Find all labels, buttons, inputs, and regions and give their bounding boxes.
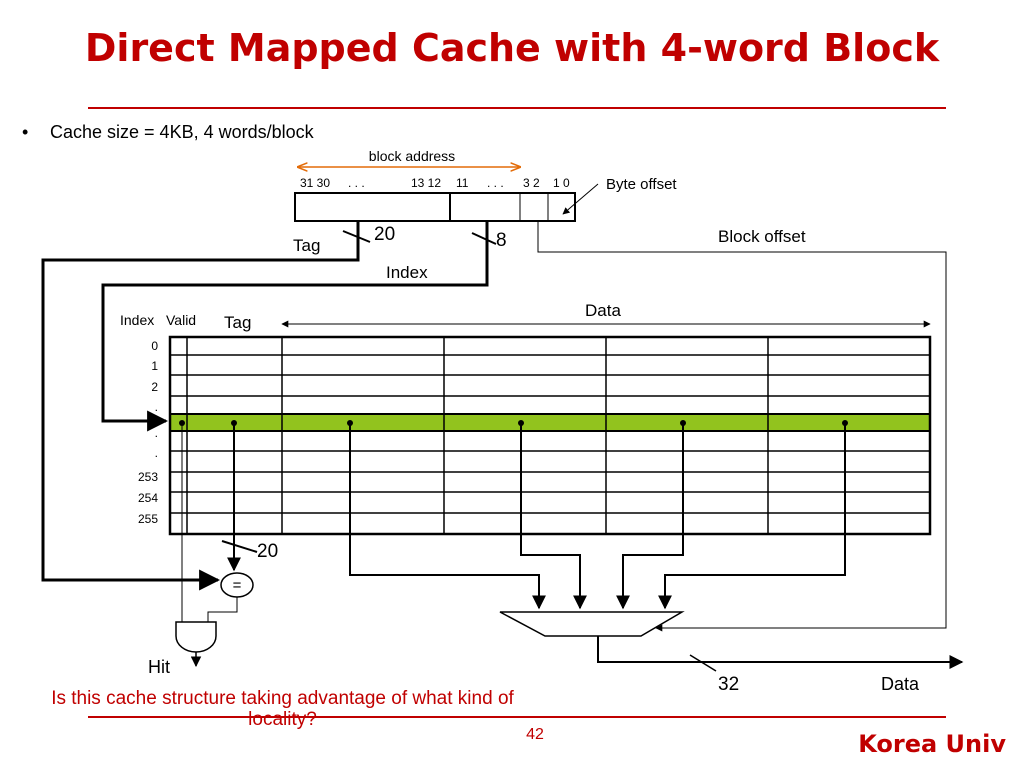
junction-dots bbox=[179, 420, 848, 426]
highlighted-row bbox=[170, 414, 930, 431]
and-gate-icon bbox=[175, 621, 217, 653]
address-register: block address 31 30 . . . 13 12 11 . . .… bbox=[294, 148, 677, 222]
compare-to-and-wire bbox=[207, 597, 238, 622]
address-wires bbox=[41, 221, 947, 632]
cache-table: Index Valid Tag Data 0 1 2 bbox=[120, 301, 932, 536]
index-bits-tick bbox=[471, 232, 497, 245]
word2-wire bbox=[616, 423, 684, 610]
block-offset-label: Block offset bbox=[718, 227, 806, 246]
row-lines bbox=[170, 354, 930, 514]
tag-bits-label: 20 bbox=[374, 224, 395, 245]
title-rule bbox=[88, 107, 946, 109]
bit-label-13-12: 13 12 bbox=[411, 176, 441, 190]
row-label-dot-1: . bbox=[155, 400, 158, 414]
block-offset-wire bbox=[537, 221, 947, 632]
header-index: Index bbox=[120, 312, 154, 328]
data-output-label: Data bbox=[881, 674, 920, 694]
hit-label: Hit bbox=[148, 657, 170, 677]
tag-field-label: Tag bbox=[293, 236, 320, 255]
data-out-wire bbox=[597, 636, 964, 669]
word1-wire bbox=[520, 423, 587, 610]
bullet-text: Cache size = 4KB, 4 words/block bbox=[50, 122, 314, 142]
index-bits-label: 8 bbox=[496, 230, 507, 251]
bit-label-31-30: 31 30 bbox=[300, 176, 330, 190]
bit-label-1-0: 1 0 bbox=[553, 176, 570, 190]
block-address-label: block address bbox=[369, 148, 455, 164]
row-labels: 0 1 2 . . . 253 254 255 bbox=[138, 339, 158, 526]
tag-compare-tick bbox=[221, 540, 258, 553]
footer-rule bbox=[88, 716, 946, 718]
bullet-item: • Cache size = 4KB, 4 words/block bbox=[22, 122, 314, 143]
tag-bits-tick bbox=[342, 230, 371, 243]
tag-wire bbox=[41, 221, 360, 591]
word3-wire bbox=[658, 423, 846, 610]
comparator: = bbox=[220, 572, 254, 598]
index-field-label: Index bbox=[386, 263, 428, 282]
locality-question: Is this cache structure taking advantage… bbox=[51, 688, 514, 730]
header-tag: Tag bbox=[224, 313, 251, 332]
bullet-dot-icon: • bbox=[22, 122, 29, 142]
bit-label-dots-2: . . . bbox=[487, 176, 504, 190]
brand-footer: Korea Univ bbox=[858, 730, 1006, 758]
row-label-253: 253 bbox=[138, 470, 158, 484]
tag-compare-bits: 20 bbox=[257, 541, 278, 562]
multiplexer-icon bbox=[499, 611, 685, 637]
data-bits-tick bbox=[689, 654, 717, 672]
bit-label-dots-1: . . . bbox=[348, 176, 365, 190]
bit-label-3-2: 3 2 bbox=[523, 176, 540, 190]
table-border bbox=[168, 335, 932, 536]
row-label-2: 2 bbox=[151, 380, 158, 394]
byte-offset-pointer bbox=[562, 183, 599, 215]
header-valid: Valid bbox=[166, 312, 196, 328]
header-data: Data bbox=[585, 301, 621, 320]
row-label-1: 1 bbox=[151, 359, 158, 373]
row-label-dot-2: . bbox=[155, 426, 158, 440]
row-label-254: 254 bbox=[138, 491, 158, 505]
comparator-symbol: = bbox=[233, 577, 242, 594]
column-lines bbox=[186, 337, 769, 534]
data-bits-label: 32 bbox=[718, 674, 739, 695]
row-label-dot-3: . bbox=[155, 446, 158, 460]
slide-title: Direct Mapped Cache with 4-word Block bbox=[84, 26, 940, 70]
address-field-box bbox=[294, 192, 576, 222]
row-label-255: 255 bbox=[138, 512, 158, 526]
index-wire bbox=[101, 221, 489, 432]
row-label-0: 0 bbox=[151, 339, 158, 353]
page-number: 42 bbox=[526, 726, 544, 743]
word0-wire bbox=[349, 423, 546, 610]
byte-offset-label: Byte offset bbox=[606, 176, 677, 193]
bit-label-11: 11 bbox=[456, 176, 469, 190]
output-wires bbox=[181, 423, 846, 622]
